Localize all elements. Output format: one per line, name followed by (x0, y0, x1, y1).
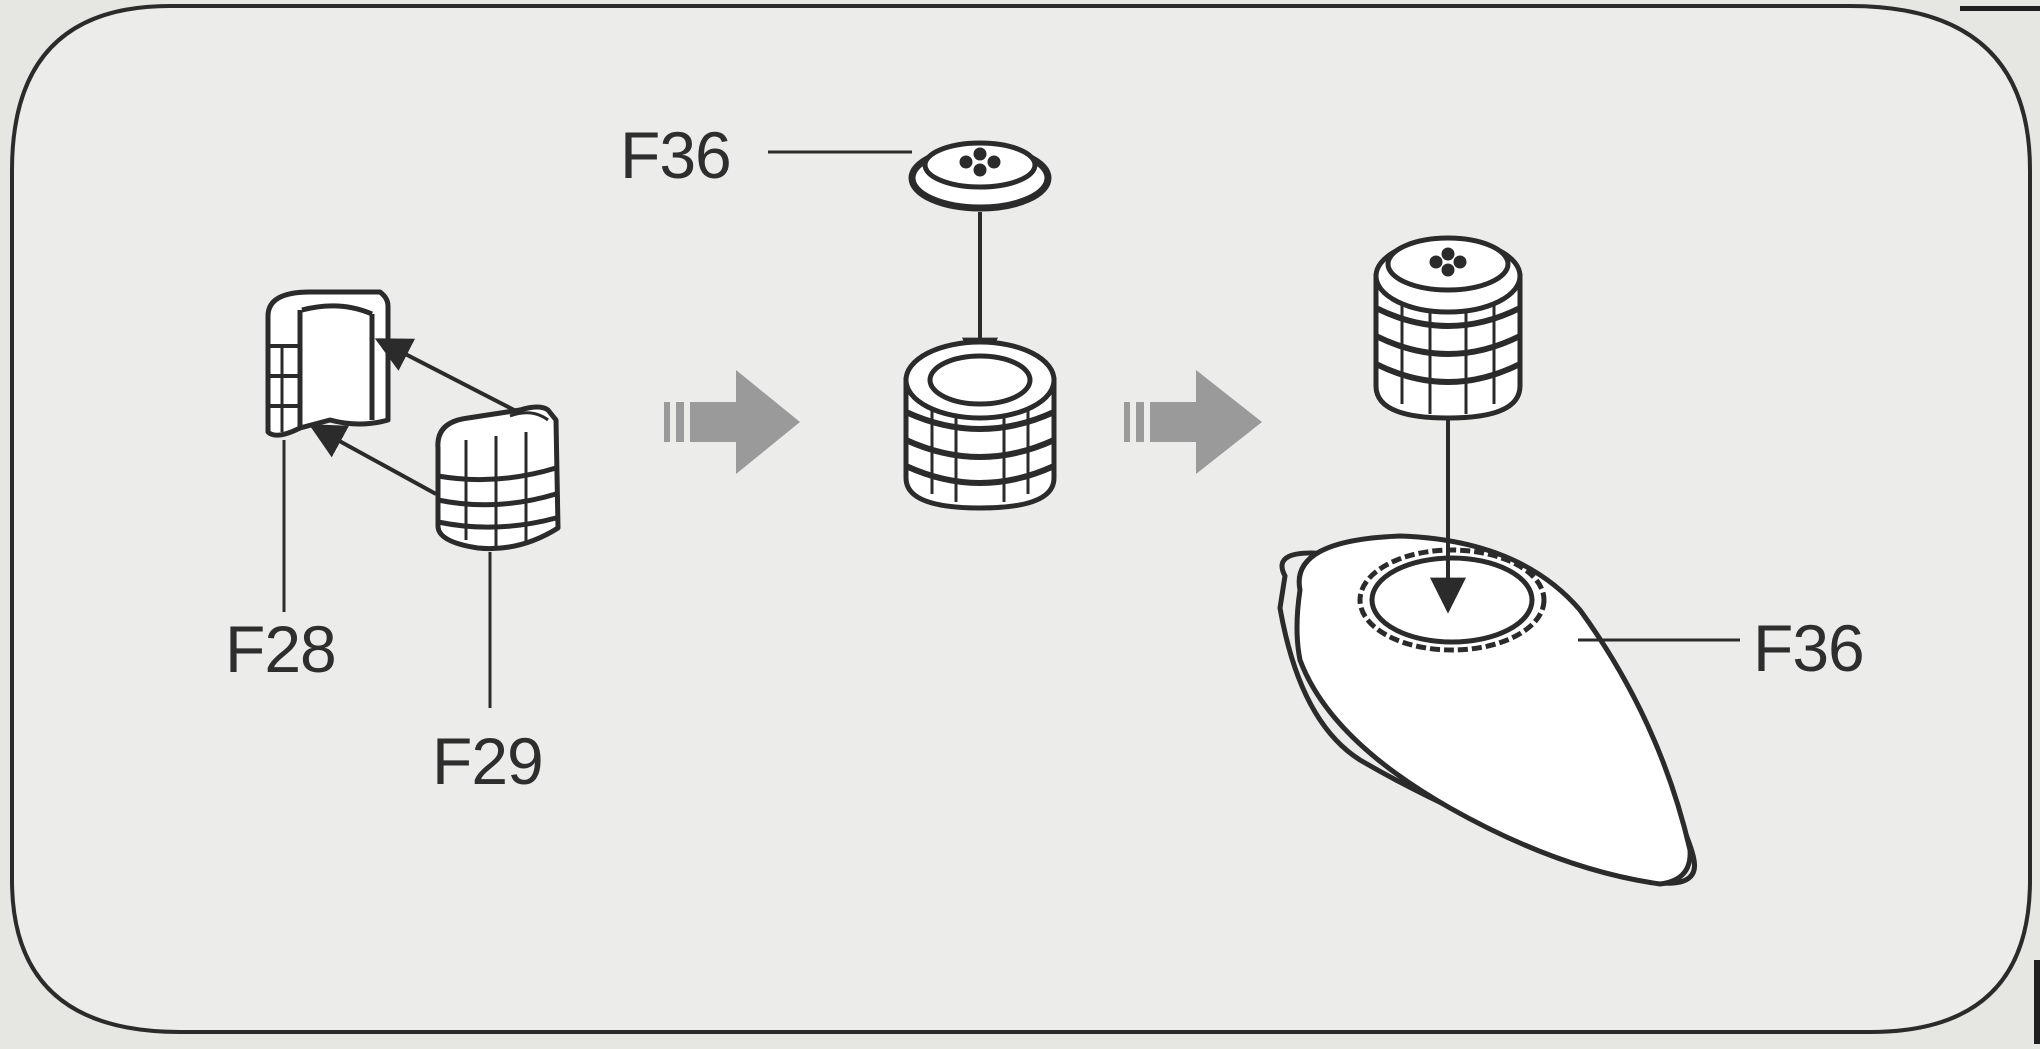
leader-lines-group1 (282, 440, 492, 708)
part-f36-cap (908, 140, 1052, 212)
label-f36-right: F36 (1753, 611, 1865, 685)
label-f29: F29 (432, 724, 544, 798)
assembled-cylinder-open (903, 339, 1057, 511)
label-f36-top: F36 (620, 118, 732, 192)
edge-mark-bottom (2034, 960, 2040, 1044)
part-f29-half-ring (435, 404, 561, 552)
step-arrow-1 (664, 370, 800, 474)
assembled-cylinder-capped (1373, 235, 1523, 421)
assembly-arrows-f29-to-f28 (308, 338, 519, 496)
part-f28-half-ring (265, 289, 391, 438)
edge-mark-top (1960, 6, 2040, 11)
step-arrow-2 (1124, 370, 1262, 474)
label-f28: F28 (225, 612, 337, 686)
